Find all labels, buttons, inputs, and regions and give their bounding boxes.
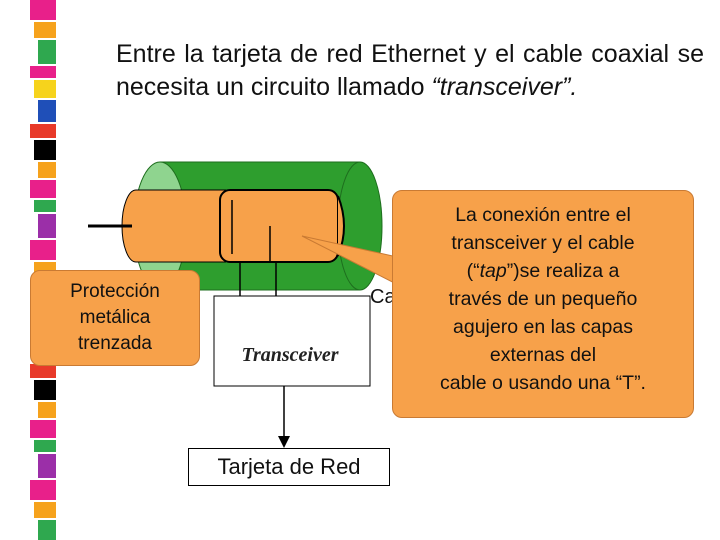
stripe-block (30, 420, 56, 438)
title-text: Entre la tarjeta de red Ethernet y el ca… (116, 40, 704, 101)
stripe-block (38, 214, 56, 238)
protection-line: trenzada (78, 333, 152, 354)
transceiver-outline (213, 295, 371, 387)
cable-label: Ca (370, 286, 396, 308)
tap-line: transceiver y el cable (451, 232, 635, 254)
tap-line: La conexión entre el (455, 204, 631, 226)
tap-line: (“tap”)se realiza a (466, 260, 620, 282)
stripe-block (38, 520, 56, 540)
stripe-block (38, 162, 56, 178)
slide-title: Entre la tarjeta de red Ethernet y el ca… (116, 38, 704, 104)
transceiver-label: Transceiver (241, 344, 339, 366)
stripe-block (34, 440, 56, 452)
protection-line: Protección (70, 281, 160, 302)
transceiver-box (219, 189, 339, 263)
stripe-block (30, 0, 56, 20)
stripe-block (30, 480, 56, 500)
stripe-block (34, 200, 56, 212)
stripe-block (38, 402, 56, 418)
tap-line: agujero en las capas (453, 316, 633, 338)
arrow-head (278, 436, 290, 448)
stripe-block (34, 80, 56, 98)
tap-line: externas del (489, 344, 597, 366)
stripe-block (34, 22, 56, 38)
stripe-block (30, 364, 56, 378)
tap-line: través de un pequeño (448, 288, 638, 310)
protection-line: metálica (79, 307, 151, 328)
stripe-block (30, 180, 56, 198)
stripe-block (34, 380, 56, 400)
stripe-block (30, 124, 56, 138)
stripe-block (34, 140, 56, 160)
stripe-block (38, 454, 56, 478)
tap-line: cable o usando una “T”. (440, 372, 646, 394)
protection-callout: Protección metálica trenzada (30, 270, 200, 366)
tap-callout: La conexión entre el transceiver y el ca… (392, 190, 694, 418)
stripe-block (30, 66, 56, 78)
stripe-block (38, 100, 56, 122)
network-card-box: Tarjeta de Red (188, 448, 390, 486)
title-italic-term: “transceiver”. (431, 73, 578, 101)
stripe-block (34, 502, 56, 518)
stripe-block (30, 240, 56, 260)
cable-inner-core (136, 190, 226, 262)
stripe-block (38, 40, 56, 64)
